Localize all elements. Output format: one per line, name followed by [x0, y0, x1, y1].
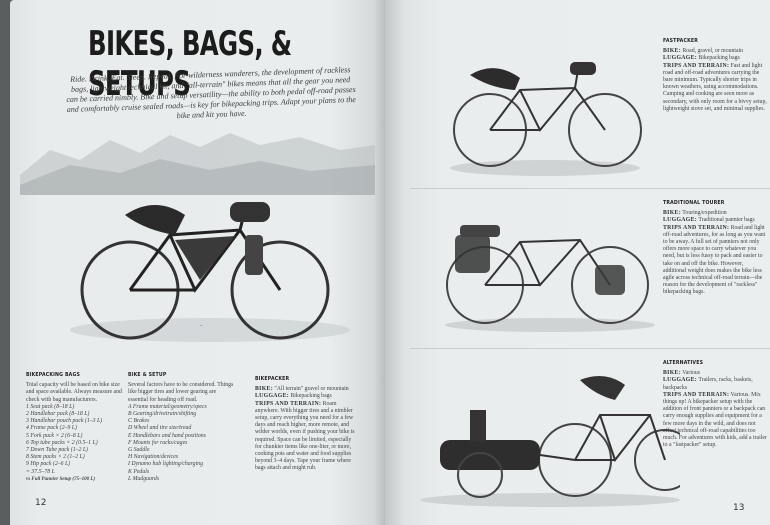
mountain-illustration	[20, 133, 375, 195]
page-number: 12	[35, 498, 47, 508]
field-label: BIKE:	[663, 370, 681, 377]
list-item: E Handlebars and hand positions	[128, 432, 206, 439]
list-item: B Gearing/drivetrain/shifting	[128, 411, 197, 418]
field-label: BIKE:	[663, 48, 681, 55]
section-intro: Total capacity will be based on bike siz…	[26, 382, 122, 403]
list-item: D Wheel and tire size/tread	[128, 425, 192, 432]
field-label: BIKE:	[663, 210, 681, 217]
field-value: Fast and light road and off-road adventu…	[663, 62, 767, 112]
list-item: G Saddle	[128, 447, 150, 454]
list-item: 8 Stem packs × 2 (1–2 L)	[26, 454, 85, 461]
list-item: K Pedals	[128, 468, 150, 475]
page-title: BIKES, BAGS, & SETUPS	[88, 24, 292, 104]
field-label: LUGGAGE:	[663, 217, 697, 224]
traditional-tourer-bike-illustration	[445, 225, 655, 332]
page-number: 13	[733, 503, 745, 513]
field-value: Bikepacking bags	[698, 55, 740, 62]
list-item: 6 Top tube packs × 2 (0.5–1 L)	[26, 439, 98, 446]
bikepacker-section: BIKEPACKER BIKE: "All terrain" gravel or…	[255, 376, 355, 473]
section-heading: FASTPACKER	[663, 38, 698, 44]
field-value: Various	[682, 370, 701, 377]
field-value: Road, gravel, or mountain	[682, 48, 744, 55]
list-item: A Frame material/geometry/specs	[128, 403, 207, 410]
list-item: 3 Handlebar pouch pack (1–3 L)	[26, 418, 103, 425]
callout-number: ·	[200, 322, 203, 330]
list-item: H Navigation/devices	[128, 454, 179, 461]
list-item: F Mounts for racks/cages	[128, 439, 188, 446]
list-item: 4 Frame pack (2–9 L)	[26, 425, 77, 432]
traditional-tourer-section: TRADITIONAL TOURER BIKE: Touring/expedit…	[663, 200, 767, 297]
list-item: = 37.5–78 L	[26, 468, 55, 475]
section-heading: BIKEPACKER	[255, 376, 290, 382]
field-label: TRIPS AND TERRAIN:	[255, 400, 322, 407]
section-heading: BIKE & SETUP	[128, 372, 167, 378]
list-item: 1 Seat pack (8–18 L)	[26, 403, 75, 410]
fastpacker-bike-illustration	[450, 62, 642, 176]
field-value: Touring/expedition	[682, 210, 727, 217]
section-heading: ALTERNATIVES	[663, 360, 704, 366]
section-intro: Several factors have to be considered. T…	[128, 382, 234, 403]
alternatives-section: ALTERNATIVES BIKE: Various LUGGAGE: Trai…	[663, 360, 767, 449]
bikepacker-bike-illustration	[70, 202, 350, 342]
section-divider	[410, 348, 770, 349]
field-value: Roam anywhere. With bigger tires and a n…	[255, 400, 355, 472]
field-label: LUGGAGE:	[255, 393, 289, 400]
list-item: 5 Fork pack × 2 (6–8 L)	[26, 432, 83, 439]
field-label: LUGGAGE:	[663, 377, 697, 384]
list-item: C Brakes	[128, 418, 150, 425]
bag-list: 1 Seat pack (8–18 L) 2 Handlebar pack (8…	[26, 404, 124, 483]
field-value: Bikepacking bags	[290, 393, 332, 400]
list-item: 7 Down Tube pack (1–2 L)	[26, 447, 88, 454]
list-item: L Mudguards	[128, 475, 160, 482]
right-page: FASTPACKER BIKE: Road, gravel, or mounta…	[385, 0, 770, 525]
list-item: 2 Handlebar pack (8–18 L)	[26, 411, 90, 418]
alternatives-bike-trailer-illustration	[420, 376, 680, 507]
list-item: 9 Hip pack (2–6 L)	[26, 461, 71, 468]
field-label: LUGGAGE:	[663, 55, 697, 62]
section-divider	[410, 188, 770, 189]
bikepacking-bags-section: BIKEPACKING BAGS Total capacity will be …	[26, 372, 124, 483]
field-value: Road and light off-road adventures, for …	[663, 224, 766, 296]
section-heading: BIKEPACKING BAGS	[26, 372, 81, 378]
field-value: Trailers, racks, baskets, backpacks	[663, 377, 753, 391]
bike-setup-section: BIKE & SETUP Several factors have to be …	[128, 372, 236, 483]
setup-list: A Frame material/geometry/specs B Gearin…	[128, 404, 236, 483]
left-page: BIKES, BAGS, & SETUPS Ride. Drink. Eat. …	[10, 0, 385, 525]
list-item: I Dynamo hub lighting/charging	[128, 461, 203, 468]
field-label: BIKE:	[255, 386, 273, 393]
section-heading: TRADITIONAL TOURER	[663, 200, 725, 206]
field-label: TRIPS AND TERRAIN:	[663, 62, 730, 69]
list-item: vs Full Pannier Setup (75–100 L)	[26, 476, 96, 482]
fastpacker-section: FASTPACKER BIKE: Road, gravel, or mounta…	[663, 38, 767, 113]
field-value: "All terrain" gravel or mountain	[274, 386, 349, 393]
field-value: Various. Mix things up! A bikepacker set…	[663, 391, 767, 449]
field-label: TRIPS AND TERRAIN:	[663, 224, 730, 231]
field-value: Traditional pannier bags	[698, 217, 755, 224]
field-label: TRIPS AND TERRAIN:	[663, 391, 730, 398]
